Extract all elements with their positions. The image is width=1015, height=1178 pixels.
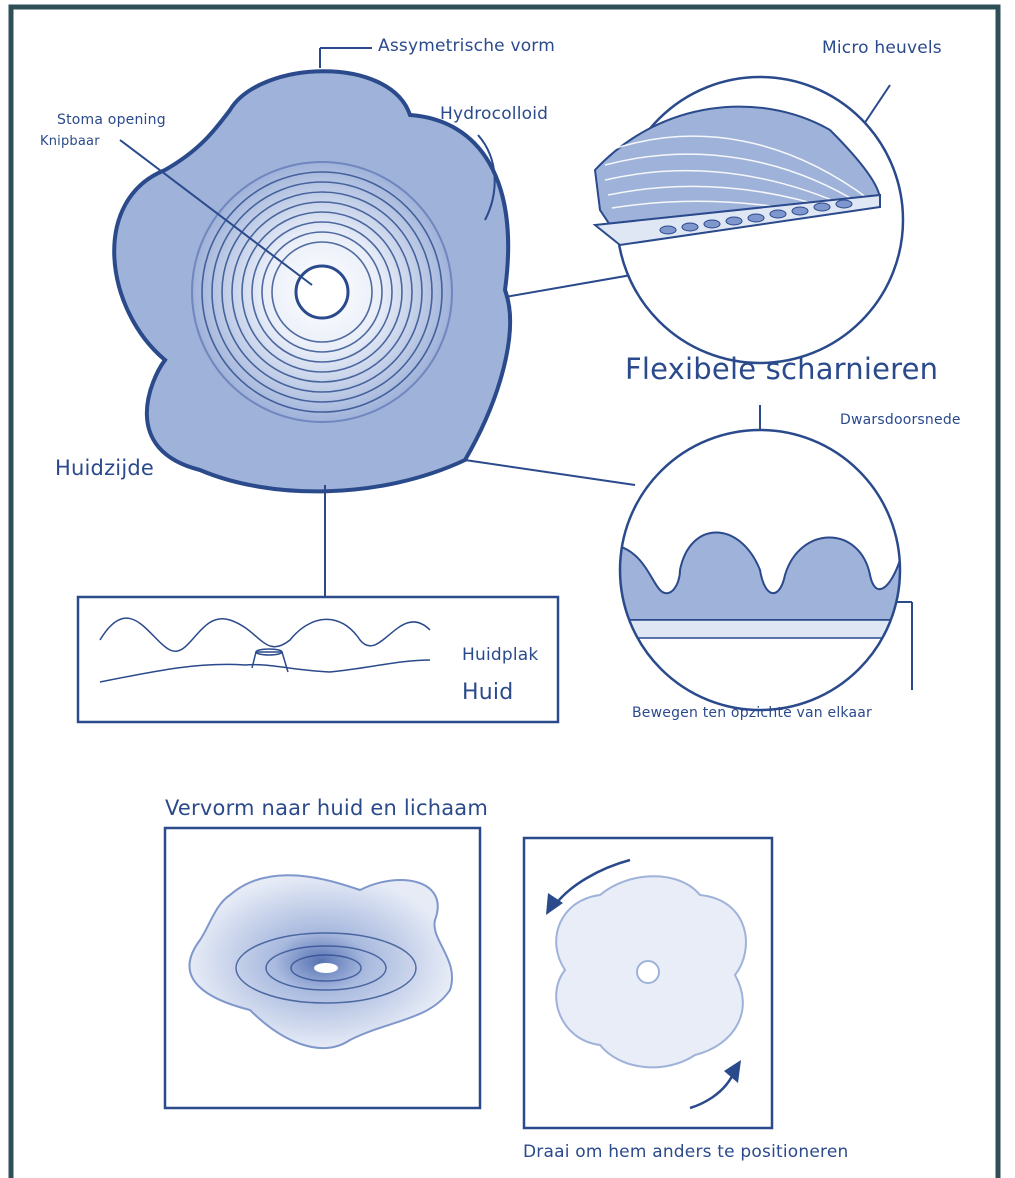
vervorm-label: Vervorm naar huid en lichaam <box>165 796 488 820</box>
flexibele-scharnieren-label: Flexibele scharnieren <box>625 352 938 386</box>
micro-heuvels-label: Micro heuvels <box>822 38 942 58</box>
huidzijde-label: Huidzijde <box>55 456 154 480</box>
knipbaar-label: Knipbaar <box>40 134 100 149</box>
assymetrische-vorm-label: Assymetrische vorm <box>378 36 555 56</box>
micro-heuvels-detail <box>595 77 903 363</box>
vervorm-box <box>165 828 480 1108</box>
draai-box <box>524 838 772 1128</box>
dwarsdoorsnede-label: Dwarsdoorsnede <box>840 412 961 428</box>
huidplak-label: Huidplak <box>462 645 538 665</box>
stoma-opening-label: Stoma opening <box>57 112 166 128</box>
draai-label: Draai om hem anders te positioneren <box>523 1142 848 1162</box>
dwarsdoorsnede-detail <box>600 430 920 710</box>
flower-plate <box>114 71 510 491</box>
stoma-opening-hole <box>296 266 348 318</box>
huid-label: Huid <box>462 680 513 705</box>
bewegen-label: Bewegen ten opzichte van elkaar <box>632 705 872 721</box>
hydrocolloid-label: Hydrocolloid <box>440 104 548 124</box>
